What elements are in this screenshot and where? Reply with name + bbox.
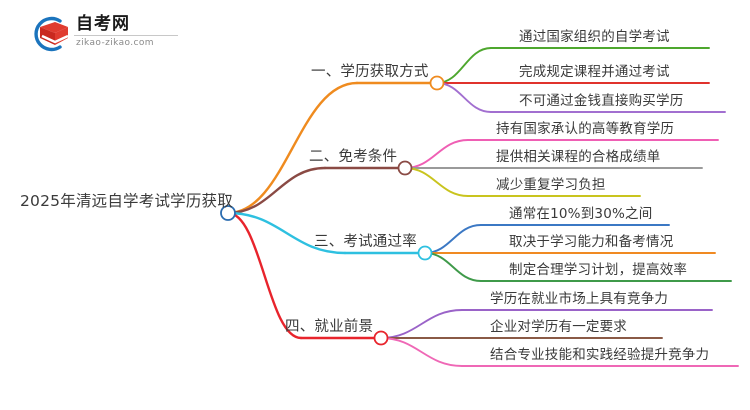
branch-node-circle-3[interactable]	[417, 245, 433, 261]
leaf-node-label-3-1[interactable]: 通常在10%到30%之间	[509, 206, 653, 222]
logo-mark-icon	[34, 16, 69, 52]
leaf-node-label-2-1[interactable]: 持有国家承认的高等教育学历	[496, 121, 675, 137]
root-node-circle[interactable]	[220, 205, 236, 221]
leaf-edge-2-1	[404, 139, 469, 169]
branch-node-label-4[interactable]: 四、就业前景	[285, 319, 374, 335]
site-logo: 自考网 zikao-zikao.com	[28, 12, 178, 56]
branch-node-circle-4[interactable]	[373, 330, 389, 346]
leaf-node-label-1-2[interactable]: 完成规定课程并通过考试	[519, 64, 670, 80]
logo-text: 自考网 zikao-zikao.com	[74, 14, 178, 49]
branch-node-label-1[interactable]: 一、学历获取方式	[311, 64, 429, 80]
leaf-node-label-2-2[interactable]: 提供相关课程的合格成绩单	[496, 149, 661, 165]
branch-node-circle-1[interactable]	[429, 75, 445, 91]
leaf-node-label-2-3[interactable]: 减少重复学习负担	[496, 177, 606, 193]
leaf-edge-3-3	[424, 252, 482, 282]
root-node-label[interactable]: 2025年清远自学考试学历获取	[20, 192, 233, 210]
leaf-edge-3-1	[424, 224, 482, 254]
leaf-node-label-1-1[interactable]: 通过国家组织的自学考试	[519, 29, 670, 45]
leaf-node-label-1-3[interactable]: 不可通过金钱直接购买学历	[519, 93, 684, 109]
leaf-edge-2-3	[404, 167, 469, 197]
logo-title: 自考网	[76, 14, 130, 34]
leaf-edge-4-3	[380, 337, 463, 367]
leaf-node-label-4-2[interactable]: 企业对学历有一定要求	[490, 319, 627, 335]
leaf-edge-4-1	[380, 309, 463, 339]
leaf-node-label-4-1[interactable]: 学历在就业市场上具有竞争力	[490, 291, 669, 307]
logo-divider	[74, 35, 178, 36]
branch-edge-2	[226, 166, 327, 215]
branch-node-label-3[interactable]: 三、考试通过率	[314, 234, 417, 250]
leaf-node-label-3-2[interactable]: 取决于学习能力和备考情况	[509, 234, 674, 250]
branch-node-circle-2[interactable]	[397, 160, 413, 176]
branch-edge-1	[226, 81, 359, 215]
leaf-node-label-4-3[interactable]: 结合专业技能和实践经验提升竞争力	[490, 347, 710, 363]
branch-node-label-2[interactable]: 二、免考条件	[309, 149, 398, 165]
branch-edge-3	[226, 211, 347, 255]
leaf-edge-1-1	[436, 47, 492, 84]
mindmap-node-circles	[220, 75, 445, 346]
branch-edge-4	[226, 211, 303, 340]
leaf-edge-1-3	[436, 82, 492, 113]
logo-domain: zikao-zikao.com	[76, 38, 154, 48]
leaf-node-label-3-3[interactable]: 制定合理学习计划，提高效率	[509, 262, 688, 278]
